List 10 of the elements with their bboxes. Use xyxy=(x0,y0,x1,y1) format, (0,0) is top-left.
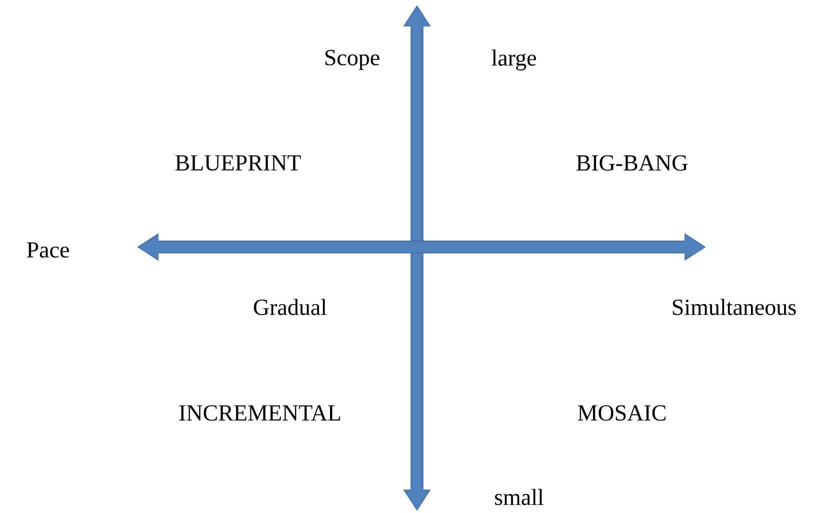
axis-label: small xyxy=(495,488,544,506)
axis-label: Simultaneous xyxy=(672,298,796,316)
quadrant-label: BIG-BANG xyxy=(576,155,688,171)
quadrant-label: MOSAIC xyxy=(578,405,666,421)
axis-label: Gradual xyxy=(254,298,327,316)
axis-label: Pace xyxy=(26,242,69,258)
quadrant-label: INCREMENTAL xyxy=(179,405,340,421)
axis-label: large xyxy=(492,50,536,70)
quadrant-label: BLUEPRINT xyxy=(175,155,301,171)
axis-label: Scope xyxy=(325,50,380,70)
